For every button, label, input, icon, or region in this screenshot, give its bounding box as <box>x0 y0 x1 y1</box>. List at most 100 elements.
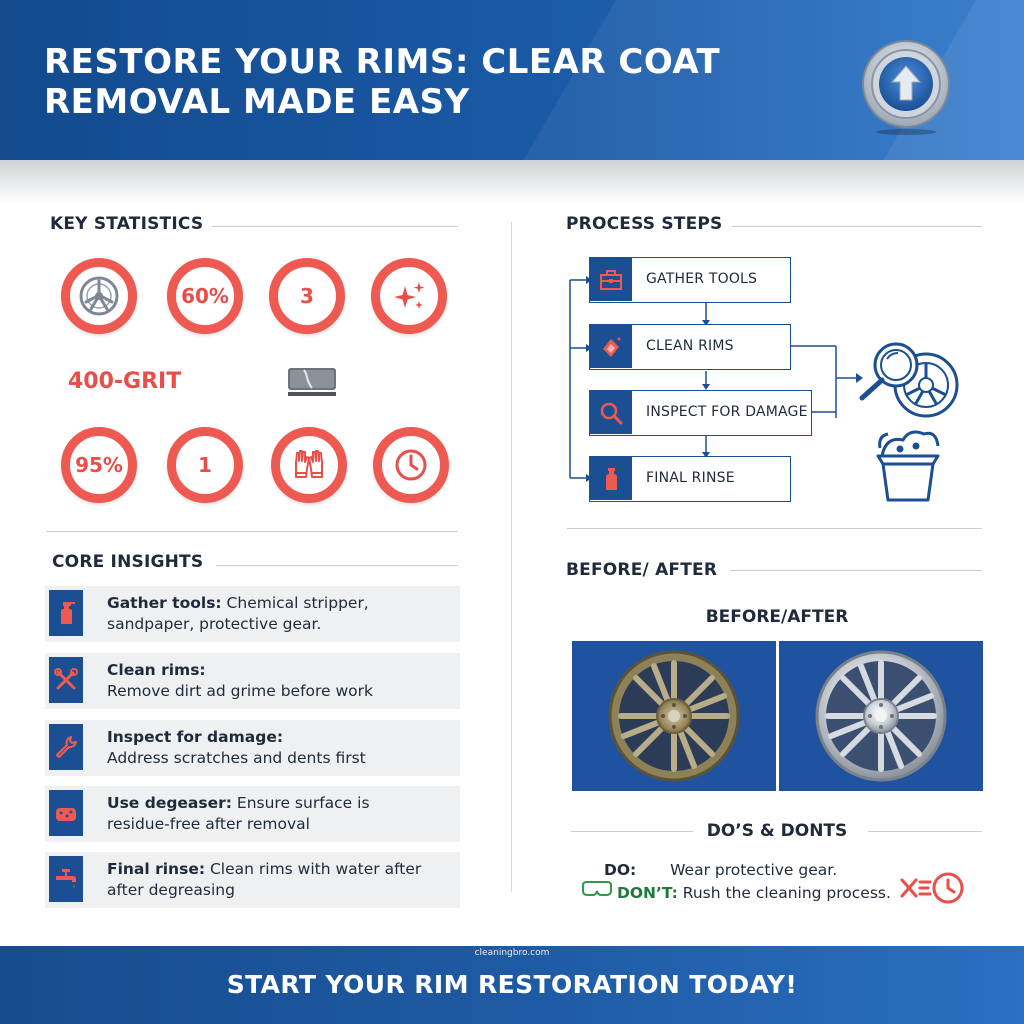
insight-line2: Remove dirt ad grime before work <box>107 682 374 700</box>
after-image-panel <box>779 641 983 791</box>
insight-label: Use degeaser: <box>107 794 232 812</box>
insight-text: Inspect for damage: Address scratches an… <box>107 727 452 769</box>
tools-icon <box>54 668 78 690</box>
section-rule <box>212 226 458 227</box>
stat-gloves <box>271 427 347 503</box>
insight-line2: Address scratches and dents first <box>107 749 366 767</box>
stat-value: 3 <box>300 284 314 308</box>
insight-text: Clean rims: Remove dirt ad grime before … <box>107 660 452 702</box>
process-step-final-rinse: FINAL RINSE <box>589 456 791 502</box>
stat-95-percent: 95% <box>61 427 137 503</box>
page-title: RESTORE YOUR RIMS: CLEAR COAT REMOVAL MA… <box>44 42 764 122</box>
page-title-line2: REMOVAL MADE EASY <box>44 82 470 122</box>
sparkle-icon <box>394 282 425 309</box>
header-shadow <box>0 160 1024 204</box>
dirty-rim-icon <box>608 650 740 782</box>
magnifier-icon <box>600 402 623 424</box>
insight-line2: residue-free after removal <box>107 815 310 833</box>
insight-line1: Chemical stripper, <box>221 594 369 612</box>
dont-text: Rush the cleaning process. <box>682 884 891 902</box>
toolbox-icon <box>600 269 622 290</box>
page-title-line1: RESTORE YOUR RIMS: CLEAR COAT <box>44 42 721 82</box>
insight-icon-box <box>49 790 83 836</box>
insight-line1: Ensure surface is <box>231 794 370 812</box>
key-statistics-heading: KEY STATISTICS <box>50 214 204 234</box>
stat-value: 1 <box>198 453 212 477</box>
header-banner: RESTORE YOUR RIMS: CLEAR COAT REMOVAL MA… <box>0 0 1024 160</box>
insight-label: Inspect for damage: <box>107 728 284 746</box>
do-line: DO: Wear protective gear. <box>604 861 837 879</box>
process-step-gather-tools: GATHER TOOLS <box>589 257 791 303</box>
watermark: cleaningbro.com <box>474 948 550 958</box>
insight-item-gather-tools: Gather tools: Chemical stripper, sandpap… <box>45 586 460 642</box>
spray-bottle-icon <box>61 602 75 624</box>
insight-label: Clean rims: <box>107 661 206 679</box>
insight-line2: after degreasing <box>107 881 235 899</box>
process-steps-heading: PROCESS STEPS <box>566 214 723 234</box>
step-icon-box <box>590 258 632 301</box>
wrench-icon <box>56 736 77 758</box>
do-text: Wear protective gear. <box>670 861 838 879</box>
insight-item-inspect-damage: Inspect for damage: Address scratches an… <box>45 720 460 776</box>
section-rule <box>46 531 458 532</box>
clean-rim-icon <box>815 650 947 782</box>
section-rule <box>567 528 982 529</box>
insight-text: Gather tools: Chemical stripper, sandpap… <box>107 593 452 635</box>
stat-clock <box>373 427 449 503</box>
no-rush-clock-icon <box>900 872 964 904</box>
step-label: INSPECT FOR DAMAGE <box>646 404 808 420</box>
rim-icon <box>79 276 119 316</box>
insight-line1: Clean rims with water after <box>205 860 422 878</box>
stat-value: 95% <box>75 453 123 477</box>
stat-rim <box>61 258 137 334</box>
before-image-panel <box>572 641 776 791</box>
cleaning-icon <box>603 337 621 357</box>
spray-bottle-icon <box>606 467 617 490</box>
sandpaper-icon <box>288 368 336 396</box>
gloves-icon <box>295 450 323 478</box>
process-step-clean-rims: CLEAN RIMS <box>589 324 791 370</box>
step-label: GATHER TOOLS <box>646 271 758 287</box>
dont-line: DON’T: Rush the cleaning process. <box>617 884 891 902</box>
goggles-icon <box>582 881 612 896</box>
section-rule <box>216 565 458 566</box>
insight-item-clean-rims: Clean rims: Remove dirt ad grime before … <box>45 653 460 709</box>
sponge-icon <box>56 808 76 821</box>
footer-cta[interactable]: START YOUR RIM RESTORATION TODAY! <box>226 970 798 999</box>
insight-text: Use degeaser: Ensure surface is residue-… <box>107 793 452 835</box>
section-rule <box>868 831 982 832</box>
core-insights-heading: CORE INSIGHTS <box>52 552 204 572</box>
section-rule <box>732 226 982 227</box>
step-icon-box <box>590 391 632 434</box>
faucet-icon <box>56 869 76 888</box>
stat-sparkle <box>371 258 447 334</box>
insight-item-final-rinse: Final rinse: Clean rims with water after… <box>45 852 460 908</box>
bucket-illustration <box>876 430 940 502</box>
magnifier-rim-illustration <box>859 342 959 418</box>
dont-key: DON’T: <box>617 884 678 902</box>
step-icon-box <box>590 457 632 500</box>
upload-arrow-rim-icon <box>862 40 950 135</box>
column-divider <box>511 222 512 892</box>
insight-line2: sandpaper, protective gear. <box>107 615 322 633</box>
insight-label: Final rinse: <box>107 860 206 878</box>
section-rule <box>571 831 693 832</box>
insight-label: Gather tools: <box>107 594 222 612</box>
stat-60-percent: 60% <box>167 258 243 334</box>
insight-icon-box <box>49 856 83 902</box>
step-label: CLEAN RIMS <box>646 338 734 354</box>
insight-item-degreaser: Use degeaser: Ensure surface is residue-… <box>45 786 460 842</box>
stat-value: 60% <box>181 284 229 308</box>
insight-icon-box <box>49 724 83 770</box>
do-key: DO: <box>604 861 637 879</box>
stat-1: 1 <box>167 427 243 503</box>
step-label: FINAL RINSE <box>646 470 735 486</box>
step-icon-box <box>590 325 632 368</box>
before-after-heading: BEFORE/ AFTER <box>566 560 718 580</box>
clock-icon <box>395 449 427 481</box>
section-rule <box>730 570 982 571</box>
stat-400-grit: 400-GRIT <box>68 369 182 394</box>
insight-icon-box <box>49 590 83 636</box>
insight-text: Final rinse: Clean rims with water after… <box>107 859 452 901</box>
footer-banner: cleaningbro.com START YOUR RIM RESTORATI… <box>0 946 1024 1024</box>
